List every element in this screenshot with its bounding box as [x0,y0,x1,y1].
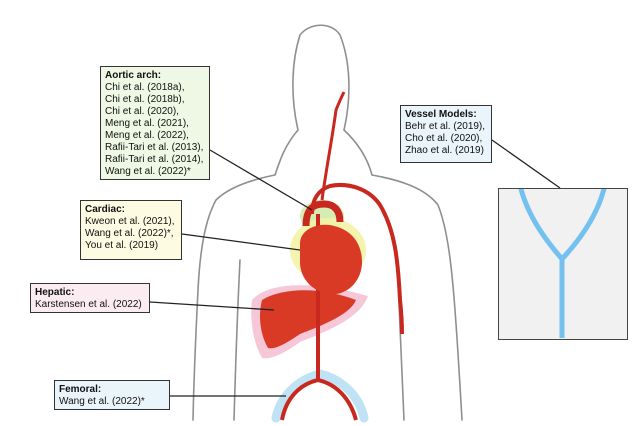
aortic-arch-title: Aortic arch: [105,70,162,81]
aortic-ref: Chi et al. (2018a), [105,82,185,93]
aortic-connector [209,149,313,211]
aortic-arch-box: Aortic arch: Chi et al. (2018a), Chi et … [100,66,210,180]
cardiac-ref: Kweon et al. (2021), [85,216,175,227]
body-silhouette [192,24,463,421]
hepatic-ref: Karstensen et al. (2022) [35,299,142,310]
vessel-models-box: Vessel Models: Behr et al. (2019), Cho e… [400,105,492,163]
hepatic-connector [149,301,275,311]
cardiac-connector [181,233,301,251]
femoral-vessel [280,378,358,421]
vessel-models-connector [491,139,561,189]
aortic-arch-shape [302,200,344,227]
femoral-title: Femoral: [59,384,102,395]
vessel-models-title: Vessel Models: [405,109,477,120]
cardiac-box: Cardiac: Kweon et al. (2021), Wang et al… [80,200,182,260]
hepatic-box: Hepatic: Karstensen et al. (2022) [30,283,150,313]
liver-shape [260,290,356,349]
aortic-ref: Rafii-Tari et al. (2014), [105,154,204,165]
femoral-box: Femoral: Wang et al. (2022)* [54,380,170,410]
cardiac-ref: Wang et al. (2022)*, [85,228,174,239]
aortic-ref: Chi et al. (2018b), [105,94,185,105]
carotid-vessel [320,91,346,201]
vessel-models-ref: Behr et al. (2019), [405,121,486,132]
vessel-models-ref: Cho et al. (2020), [405,133,483,144]
cardiac-title: Cardiac: [85,204,126,215]
aortic-ref: Chi et al. (2020), [105,106,179,117]
vessel-model-inset [498,186,628,341]
vessel-models-ref: Zhao et al. (2019) [405,145,484,156]
y-shaped-vessel-model [518,186,607,341]
hepatic-title: Hepatic: [35,287,75,298]
aortic-ref: Rafii-Tari et al. (2013), [105,142,204,153]
aortic-ref: Meng et al. (2022), [105,130,189,141]
femoral-ref: Wang et al. (2022)* [59,396,145,407]
aortic-ref: Wang et al. (2022)* [105,166,191,177]
aortic-ref: Meng et al. (2021), [105,118,189,129]
cardiac-ref: You et al. (2019) [85,240,159,251]
heart-shape [300,224,362,295]
